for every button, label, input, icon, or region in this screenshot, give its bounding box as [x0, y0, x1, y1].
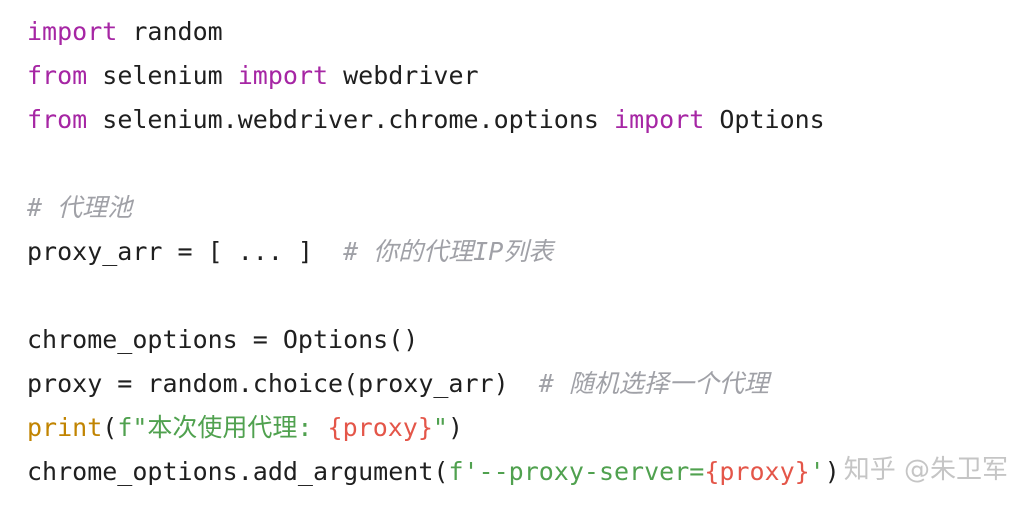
keyword: import [27, 17, 118, 46]
code-line-5: # 代理池 [27, 186, 132, 230]
code-text: ) [824, 457, 840, 486]
code-line-10: print(f"本次使用代理: {proxy}") [27, 406, 463, 450]
code-text: proxy_arr = [ ... ] [27, 237, 344, 266]
code-text: ) [447, 413, 464, 442]
keyword: from [27, 61, 88, 90]
function-name: print [27, 413, 103, 442]
code-text: ( [102, 413, 118, 442]
keyword: from [27, 105, 88, 134]
string-interpolation: {proxy} [704, 457, 810, 486]
code-line-6: proxy_arr = [ ... ] # 你的代理IP列表 [27, 230, 553, 274]
comment: # 代理池 [27, 193, 133, 222]
code-line-9: proxy = random.choice(proxy_arr) # 随机选择一… [27, 362, 769, 406]
code-text: proxy = random.choice(proxy_arr) [27, 369, 539, 398]
string-interpolation: {proxy} [327, 413, 433, 442]
watermark: 知乎 @朱卫军 [843, 455, 1008, 485]
code-text: webdriver [328, 61, 479, 90]
string-literal: f'--proxy-server= [448, 457, 705, 486]
code-text: chrome_options.add_argument( [27, 457, 449, 486]
code-text: selenium [87, 61, 238, 90]
code-text: random [117, 17, 223, 46]
string-literal: " [432, 413, 448, 442]
keyword: import [614, 105, 705, 134]
code-line-2: from selenium import webdriver [27, 54, 479, 98]
string-literal: ' [809, 457, 825, 486]
code-line-3: from selenium.webdriver.chrome.options i… [27, 98, 825, 142]
code-text: Options [704, 105, 825, 134]
code-line-11: chrome_options.add_argument(f'--proxy-se… [27, 450, 840, 494]
code-line-8: chrome_options = Options() [27, 318, 418, 362]
code-line-1: import random [27, 10, 223, 54]
comment: # 随机选择一个代理 [538, 369, 769, 398]
code-text: chrome_options = Options() [27, 325, 419, 354]
code-text: selenium.webdriver.chrome.options [87, 105, 615, 134]
keyword: import [237, 61, 329, 90]
string-literal: f"本次使用代理: [117, 413, 328, 442]
comment: # 你的代理IP列表 [343, 237, 554, 266]
